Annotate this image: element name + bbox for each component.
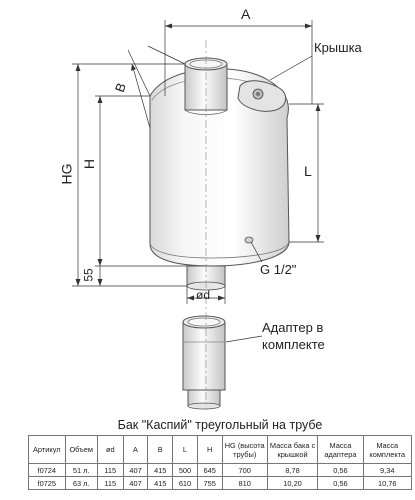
table-row: f0724 51 л. 115 407 415 500 645 700 8,78…	[28, 463, 412, 477]
table-cell: 810	[221, 476, 268, 490]
table-cell: f0725	[28, 476, 66, 490]
spec-table-title: Бак "Каспий" треугольный на трубе	[117, 418, 323, 432]
table-header-cell: Масса комплекта	[362, 435, 412, 464]
table-header-cell: H	[196, 435, 223, 464]
table-header-cell: ød	[96, 435, 124, 464]
table-cell: 10,20	[266, 476, 319, 490]
table-header-cell: Объем	[64, 435, 98, 464]
table-cell: 10,76	[362, 476, 412, 490]
table-cell: 0,56	[317, 463, 364, 477]
table-header-cell: Артикул	[28, 435, 66, 464]
table-cell: 63 л.	[64, 476, 98, 490]
dimension-h-label: H	[81, 158, 98, 170]
table-cell: 407	[122, 476, 149, 490]
dimension-d-label: ød	[196, 288, 211, 302]
dimension-55-label: 55	[81, 268, 96, 282]
table-cell: 9,34	[362, 463, 412, 477]
lid-callout: Крышка	[314, 40, 362, 55]
table-header-cell: HG (высота трубы)	[221, 435, 268, 464]
table-cell: 115	[96, 463, 124, 477]
tank-drawing	[72, 20, 324, 410]
thread-callout: G 1/2"	[260, 262, 297, 277]
spec-table-header-row: Артикул Объем ød A B L H HG (высота труб…	[28, 435, 412, 464]
table-cell: 755	[196, 476, 223, 490]
table-header-cell: B	[147, 435, 174, 464]
adapter-callout-line1: Адаптер в	[262, 320, 324, 335]
table-cell: 610	[172, 476, 198, 490]
spec-table: Артикул Объем ød A B L H HG (высота труб…	[28, 435, 412, 490]
table-header-cell: L	[172, 435, 198, 464]
dimension-l-label: L	[304, 163, 312, 179]
table-cell: 0,56	[317, 476, 364, 490]
table-cell: 415	[147, 463, 174, 477]
table-header-cell: A	[122, 435, 149, 464]
table-header-cell: Масса бака с крышкой	[266, 435, 319, 464]
table-cell: 8,78	[266, 463, 319, 477]
tank-bottom-rim	[149, 241, 290, 259]
table-cell: 700	[221, 463, 268, 477]
table-cell: 415	[147, 476, 174, 490]
table-cell: 51 л.	[64, 463, 98, 477]
dimension-a-label: A	[241, 6, 251, 22]
top-pipe	[184, 63, 228, 111]
table-header-cell: Масса адаптера	[317, 435, 364, 464]
table-row: f0725 63 л. 115 407 415 610 755 810 10,2…	[28, 476, 412, 490]
adapter-callout-line2: комплекте	[262, 337, 325, 352]
thread-fitting	[244, 236, 254, 244]
table-cell: f0724	[28, 463, 66, 477]
table-cell: 115	[96, 476, 124, 490]
spec-table-block: Бак "Каспий" треугольный на трубе Артику…	[28, 418, 412, 490]
adapter-body	[182, 321, 226, 391]
table-cell: 645	[196, 463, 223, 477]
table-cell: 407	[122, 463, 149, 477]
dimension-hg-label: HG	[58, 163, 75, 185]
table-cell: 500	[172, 463, 198, 477]
